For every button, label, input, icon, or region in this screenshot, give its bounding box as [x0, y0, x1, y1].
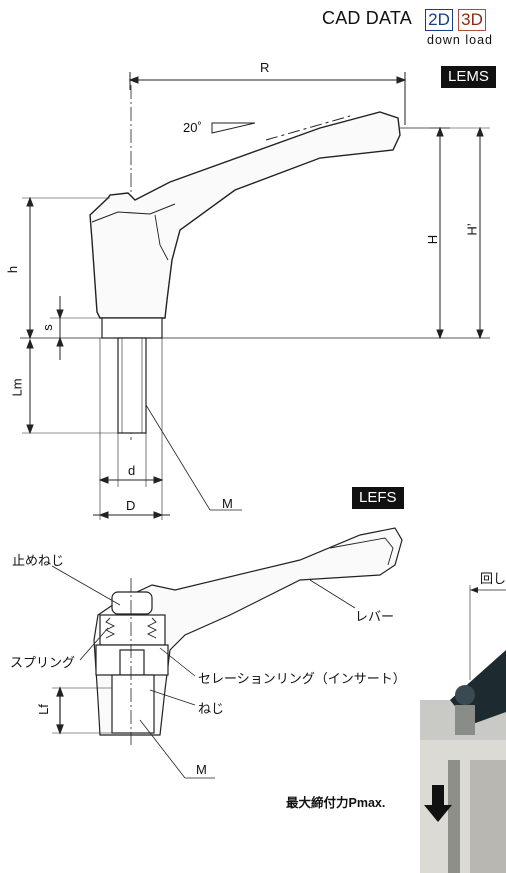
dim-H-prime: H’ [464, 223, 480, 236]
dim-R: R [260, 60, 270, 75]
clamp-photo [420, 585, 506, 873]
label-serration-ring: セレーションリング（インサート） [198, 671, 406, 686]
cad-2d-button[interactable]: 2D [425, 9, 453, 31]
dim-s: s [39, 324, 55, 331]
label-screw: ねじ [198, 701, 225, 716]
dim-M: M [222, 496, 233, 511]
lefs-badge: LEFS [352, 487, 404, 509]
dim-angle: 20˚ [183, 120, 202, 135]
label-set-screw: 止めねじ [12, 553, 65, 568]
dim-Lm: Lm [9, 378, 25, 397]
dim-D: D [126, 498, 136, 513]
dim-d: d [128, 463, 136, 478]
dim-M-lefs: M [196, 762, 207, 777]
download-label[interactable]: down load [427, 33, 493, 47]
dim-h: h [5, 265, 21, 274]
label-spring: スプリング [10, 655, 76, 670]
label-lever: レバー [355, 609, 395, 624]
cad-data-label: CAD DATA [322, 8, 412, 28]
dim-Lf: Lf [35, 704, 51, 715]
lems-badge: LEMS [441, 66, 496, 88]
down-arrow-icon [424, 785, 452, 822]
cad-3d-button[interactable]: 3D [458, 9, 486, 31]
label-max-clamp: 最大締付力Pmax. [286, 796, 386, 810]
label-rotate: 回し [480, 571, 506, 586]
dim-H: H [425, 234, 441, 245]
